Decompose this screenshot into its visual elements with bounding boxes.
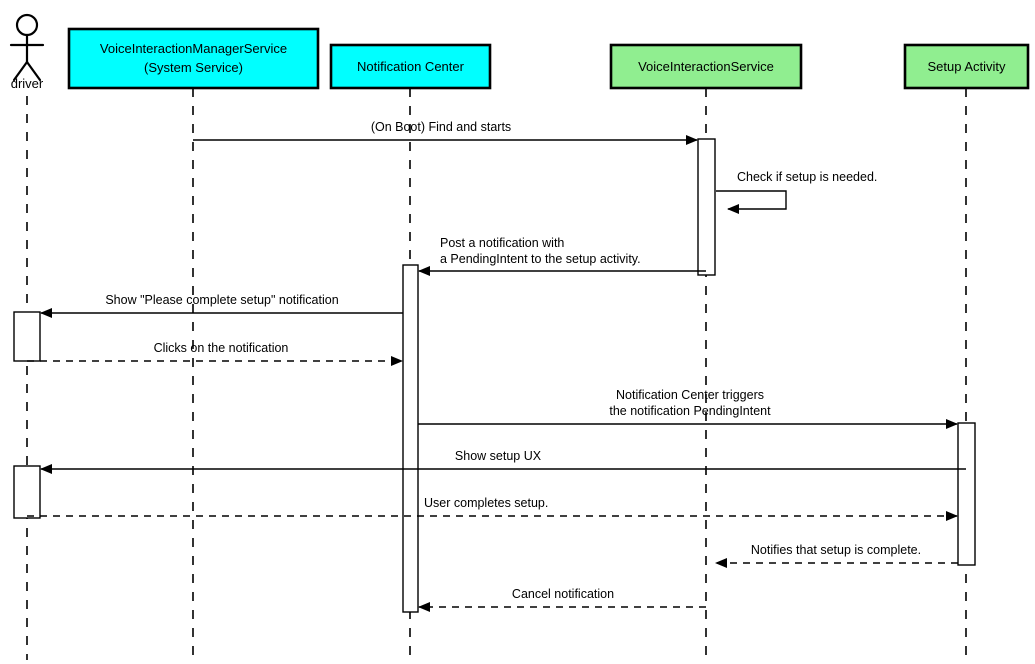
message-show-please-complete-setup-notification[interactable]: Show "Please complete setup" notificatio…	[40, 293, 403, 318]
message-label-check-if-setup-is-needed: Check if setup is needed.	[737, 170, 877, 184]
message-check-if-setup-is-needed[interactable]: Check if setup is needed.	[716, 170, 877, 214]
activation-bar-voice-interaction-service-0	[697, 138, 716, 276]
message-on-boot-find-and-starts[interactable]: (On Boot) Find and starts	[193, 120, 698, 145]
message-label-notification-center-triggers-pendingintent: Notification Center triggers	[616, 388, 764, 402]
message-show-setup-ux[interactable]: Show setup UX	[40, 449, 966, 474]
message-clicks-on-the-notification[interactable]: Clicks on the notification	[27, 341, 403, 366]
actor-leg-left-icon	[12, 60, 29, 82]
message-path-check-if-setup-is-needed	[716, 190, 787, 214]
message-label-show-setup-ux: Show setup UX	[455, 449, 542, 463]
message-label-notifies-that-setup-is-complete: Notifies that setup is complete.	[751, 543, 921, 557]
message-label-on-boot-find-and-starts: (On Boot) Find and starts	[371, 120, 511, 134]
message-label-show-please-complete-setup-notification: Show "Please complete setup" notificatio…	[105, 293, 338, 307]
participant-box-vims[interactable]	[67, 27, 320, 90]
participant-label-vims: VoiceInteractionManagerService	[100, 41, 287, 56]
participants-layer: driver VoiceInteractionManagerService (Sys…	[9, 13, 1030, 91]
participant-notification-center[interactable]: Notification Center	[329, 43, 492, 90]
message-user-completes-setup[interactable]: User completes setup.	[27, 496, 958, 521]
message-label2-notification-center-triggers-pendingintent: the notification PendingIntent	[609, 404, 771, 418]
activation-bar-driver-4	[13, 465, 41, 519]
participant-label-notification-center: Notification Center	[357, 59, 465, 74]
participant-sublabel-vims: (System Service)	[144, 60, 243, 75]
activation-bar-driver-2	[13, 311, 41, 362]
message-cancel-notification[interactable]: Cancel notification	[418, 587, 706, 612]
participant-box-setup-activity[interactable]	[903, 43, 1030, 90]
message-notification-center-triggers-pendingintent[interactable]: Notification Center triggers the notifica…	[418, 388, 958, 429]
message-post-notification-pendingintent[interactable]: Post a notification with a PendingIntent …	[418, 236, 706, 276]
participant-vims[interactable]: VoiceInteractionManagerService (System Se…	[67, 27, 320, 90]
activation-bar-setup-activity-3	[957, 422, 976, 566]
participant-label-setup-activity: Setup Activity	[927, 59, 1006, 74]
message-label-clicks-on-the-notification: Clicks on the notification	[154, 341, 289, 355]
actor-label-driver: driver	[11, 76, 44, 91]
actor-driver: driver	[9, 13, 45, 91]
message-label-user-completes-setup: User completes setup.	[424, 496, 548, 510]
actor-leg-right-icon	[25, 60, 42, 82]
message-notifies-that-setup-is-complete[interactable]: Notifies that setup is complete.	[715, 543, 958, 568]
participant-box-voice-interaction-service[interactable]	[609, 43, 803, 90]
activations-layer	[13, 138, 976, 613]
actor-head-icon	[15, 13, 39, 37]
participant-setup-activity[interactable]: Setup Activity	[903, 43, 1030, 90]
participant-voice-interaction-service[interactable]: VoiceInteractionService	[609, 43, 803, 90]
participant-label-voice-interaction-service: VoiceInteractionService	[638, 59, 774, 74]
message-label-post-notification-pendingintent: Post a notification with	[440, 236, 564, 250]
activation-bar-notification-center-1	[402, 264, 419, 613]
message-label-cancel-notification: Cancel notification	[512, 587, 614, 601]
message-label2-post-notification-pendingintent: a PendingIntent to the setup activity.	[440, 252, 641, 266]
participant-box-notification-center[interactable]	[329, 43, 492, 90]
